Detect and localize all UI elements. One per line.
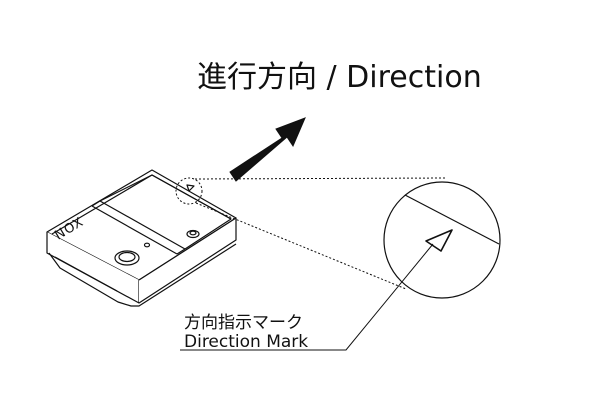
device-triangle-mark-icon	[186, 184, 195, 192]
magnified-triangle-mark-icon	[425, 229, 453, 252]
magnified-detail	[383, 181, 501, 299]
callout-label-jp: 方向指示マーク	[184, 313, 303, 333]
callout-label-en: Direction Mark	[184, 332, 308, 352]
callout-leader-line	[180, 243, 434, 351]
direction-arrow-icon	[229, 117, 306, 182]
device-illustration	[46, 169, 237, 307]
magnify-connector-lines	[194, 177, 446, 290]
heading-text: 進行方向 / Direction	[197, 60, 482, 95]
detail-source-circle	[175, 177, 203, 205]
